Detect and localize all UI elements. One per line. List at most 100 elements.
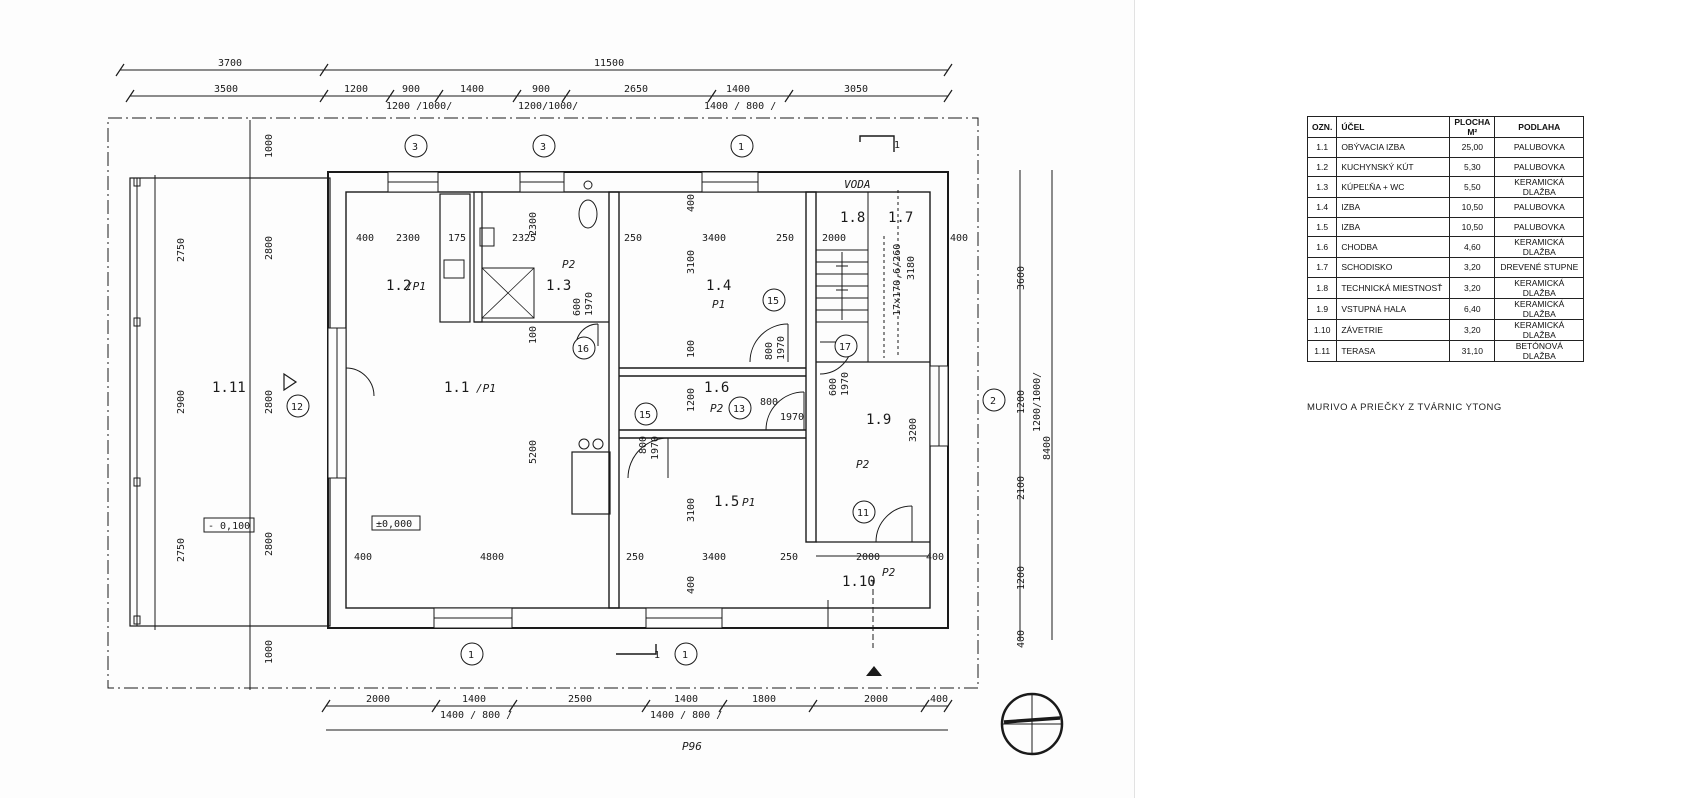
svg-text:2000: 2000 <box>856 552 880 563</box>
svg-text:400: 400 <box>354 552 372 563</box>
dim-top: 900 <box>402 84 420 95</box>
col-header-podlaha: PODLAHA <box>1494 116 1585 138</box>
table-header-row: OZN. ÚČEL PLOCHA M² PODLAHA <box>1306 116 1585 138</box>
col-header-plocha: PLOCHA M² <box>1449 116 1496 138</box>
table-cell: 3,20 <box>1449 257 1496 278</box>
table-cell: OBÝVACIA IZBA <box>1336 137 1451 158</box>
svg-text:100: 100 <box>528 326 539 344</box>
svg-text:800: 800 <box>638 436 649 454</box>
floor-plan: 1.1 1.2 1.3 1.4 1.5 1.6 1.7 1.8 1.9 1.10… <box>107 58 1064 756</box>
room-label-1-9: 1.9 <box>866 412 891 428</box>
hand-note-1-5: P1 <box>742 496 755 509</box>
dim-right: 1200 <box>1016 566 1027 590</box>
hand-note-1-9: P2 <box>856 458 870 471</box>
svg-text:1970: 1970 <box>840 372 851 396</box>
svg-text:4800: 4800 <box>480 552 504 563</box>
svg-text:3200: 3200 <box>908 418 919 442</box>
hand-note-bottom: P96 <box>682 740 702 753</box>
dim-left: 2800 <box>264 390 275 414</box>
hand-note-1-4: P1 <box>712 298 725 311</box>
svg-text:1970: 1970 <box>780 412 804 423</box>
section-tag: 12 <box>286 394 310 418</box>
table-cell: 1.5 <box>1306 216 1338 237</box>
dim-bottom: 400 <box>930 694 948 705</box>
table-cell: 5,30 <box>1449 156 1496 177</box>
svg-text:13: 13 <box>733 404 745 415</box>
table-cell: 1.10 <box>1306 318 1338 341</box>
table-cell: KUCHYNSKÝ KÚT <box>1336 156 1451 177</box>
room-label-1-10: 1.10 <box>842 574 876 590</box>
dim-bottom: 2000 <box>864 694 888 705</box>
room-label-1-8: 1.8 <box>840 210 865 226</box>
dim-top: 2650 <box>624 84 648 95</box>
table-cell: 1.9 <box>1306 297 1338 320</box>
table-cell: PALUBOVKA <box>1494 137 1585 158</box>
svg-text:400: 400 <box>686 576 697 594</box>
dim-right: 3600 <box>1016 266 1027 290</box>
svg-text:3: 3 <box>412 142 418 153</box>
table-cell: 1.8 <box>1306 276 1338 299</box>
room-label-1-7: 1.7 <box>888 210 913 226</box>
svg-text:100: 100 <box>686 340 697 358</box>
table-cell: KERAMICKÁ DLAŽBA <box>1494 276 1585 299</box>
window-label-right: 1200/1000/ <box>1032 372 1043 432</box>
svg-text:250: 250 <box>626 552 644 563</box>
table-cell: 1.7 <box>1306 257 1338 278</box>
dim-top: 1400 <box>460 84 484 95</box>
table-cell: KERAMICKÁ DLAŽBA <box>1494 318 1585 341</box>
hand-note-1-6: P2 <box>710 402 724 415</box>
svg-text:2325: 2325 <box>512 233 536 244</box>
dim-left: 2750 <box>176 238 187 262</box>
svg-text:800: 800 <box>764 342 775 360</box>
svg-text:600: 600 <box>572 298 583 316</box>
svg-text:175: 175 <box>448 233 466 244</box>
table-cell: 6,40 <box>1449 297 1496 320</box>
section-tag: 1 <box>674 642 698 666</box>
window-label-top: 1400 / 800 / <box>704 101 776 112</box>
svg-text:11: 11 <box>857 508 869 519</box>
level-interior: ±0,000 <box>376 519 412 530</box>
svg-text:3100: 3100 <box>686 250 697 274</box>
svg-text:3400: 3400 <box>702 552 726 563</box>
dim-left: 1000 <box>264 640 275 664</box>
svg-text:1200: 1200 <box>686 388 697 412</box>
svg-text:400: 400 <box>686 194 697 212</box>
dim-bottom: 2500 <box>568 694 592 705</box>
table-cell: KÚPEĽŇA + WC <box>1336 176 1451 198</box>
section-tag: 17 <box>834 334 858 358</box>
svg-text:250: 250 <box>624 233 642 244</box>
section-mark: 1 <box>894 140 900 151</box>
svg-text:400: 400 <box>356 233 374 244</box>
hand-note-1-8: VODA <box>844 178 871 191</box>
dim-top: 3700 <box>218 58 242 69</box>
svg-text:2300: 2300 <box>528 212 539 236</box>
svg-text:12: 12 <box>291 402 303 413</box>
table-cell: 1.3 <box>1306 176 1338 198</box>
construction-note: MURIVO A PRIEČKY Z TVÁRNIC YTONG <box>1307 402 1502 413</box>
dim-right-total: 8400 <box>1042 436 1053 460</box>
room-label-1-3: 1.3 <box>546 278 571 294</box>
section-tag: 13 <box>728 396 752 420</box>
hand-note-1-10: P2 <box>882 566 896 579</box>
svg-text:3100: 3100 <box>686 498 697 522</box>
table-cell: 1.6 <box>1306 236 1338 258</box>
svg-text:15: 15 <box>639 410 651 421</box>
col-header-ucel: ÚČEL <box>1336 116 1451 138</box>
table-cell: 25,00 <box>1449 137 1496 158</box>
svg-text:1: 1 <box>468 650 474 661</box>
svg-text:250: 250 <box>780 552 798 563</box>
table-cell: KERAMICKÁ DLAŽBA <box>1494 176 1585 198</box>
table-cell: CHODBA <box>1336 236 1451 258</box>
room-label-1-11: 1.11 <box>212 380 246 396</box>
dim-right: 400 <box>1016 630 1027 648</box>
hand-note-1-1: /P1 <box>476 382 496 395</box>
table-cell: VSTUPNÁ HALA <box>1336 297 1451 320</box>
dim-bottom: 2000 <box>366 694 390 705</box>
svg-text:1: 1 <box>738 142 744 153</box>
svg-text:1970: 1970 <box>776 336 787 360</box>
dim-bottom: 1800 <box>752 694 776 705</box>
svg-text:1: 1 <box>682 650 688 661</box>
